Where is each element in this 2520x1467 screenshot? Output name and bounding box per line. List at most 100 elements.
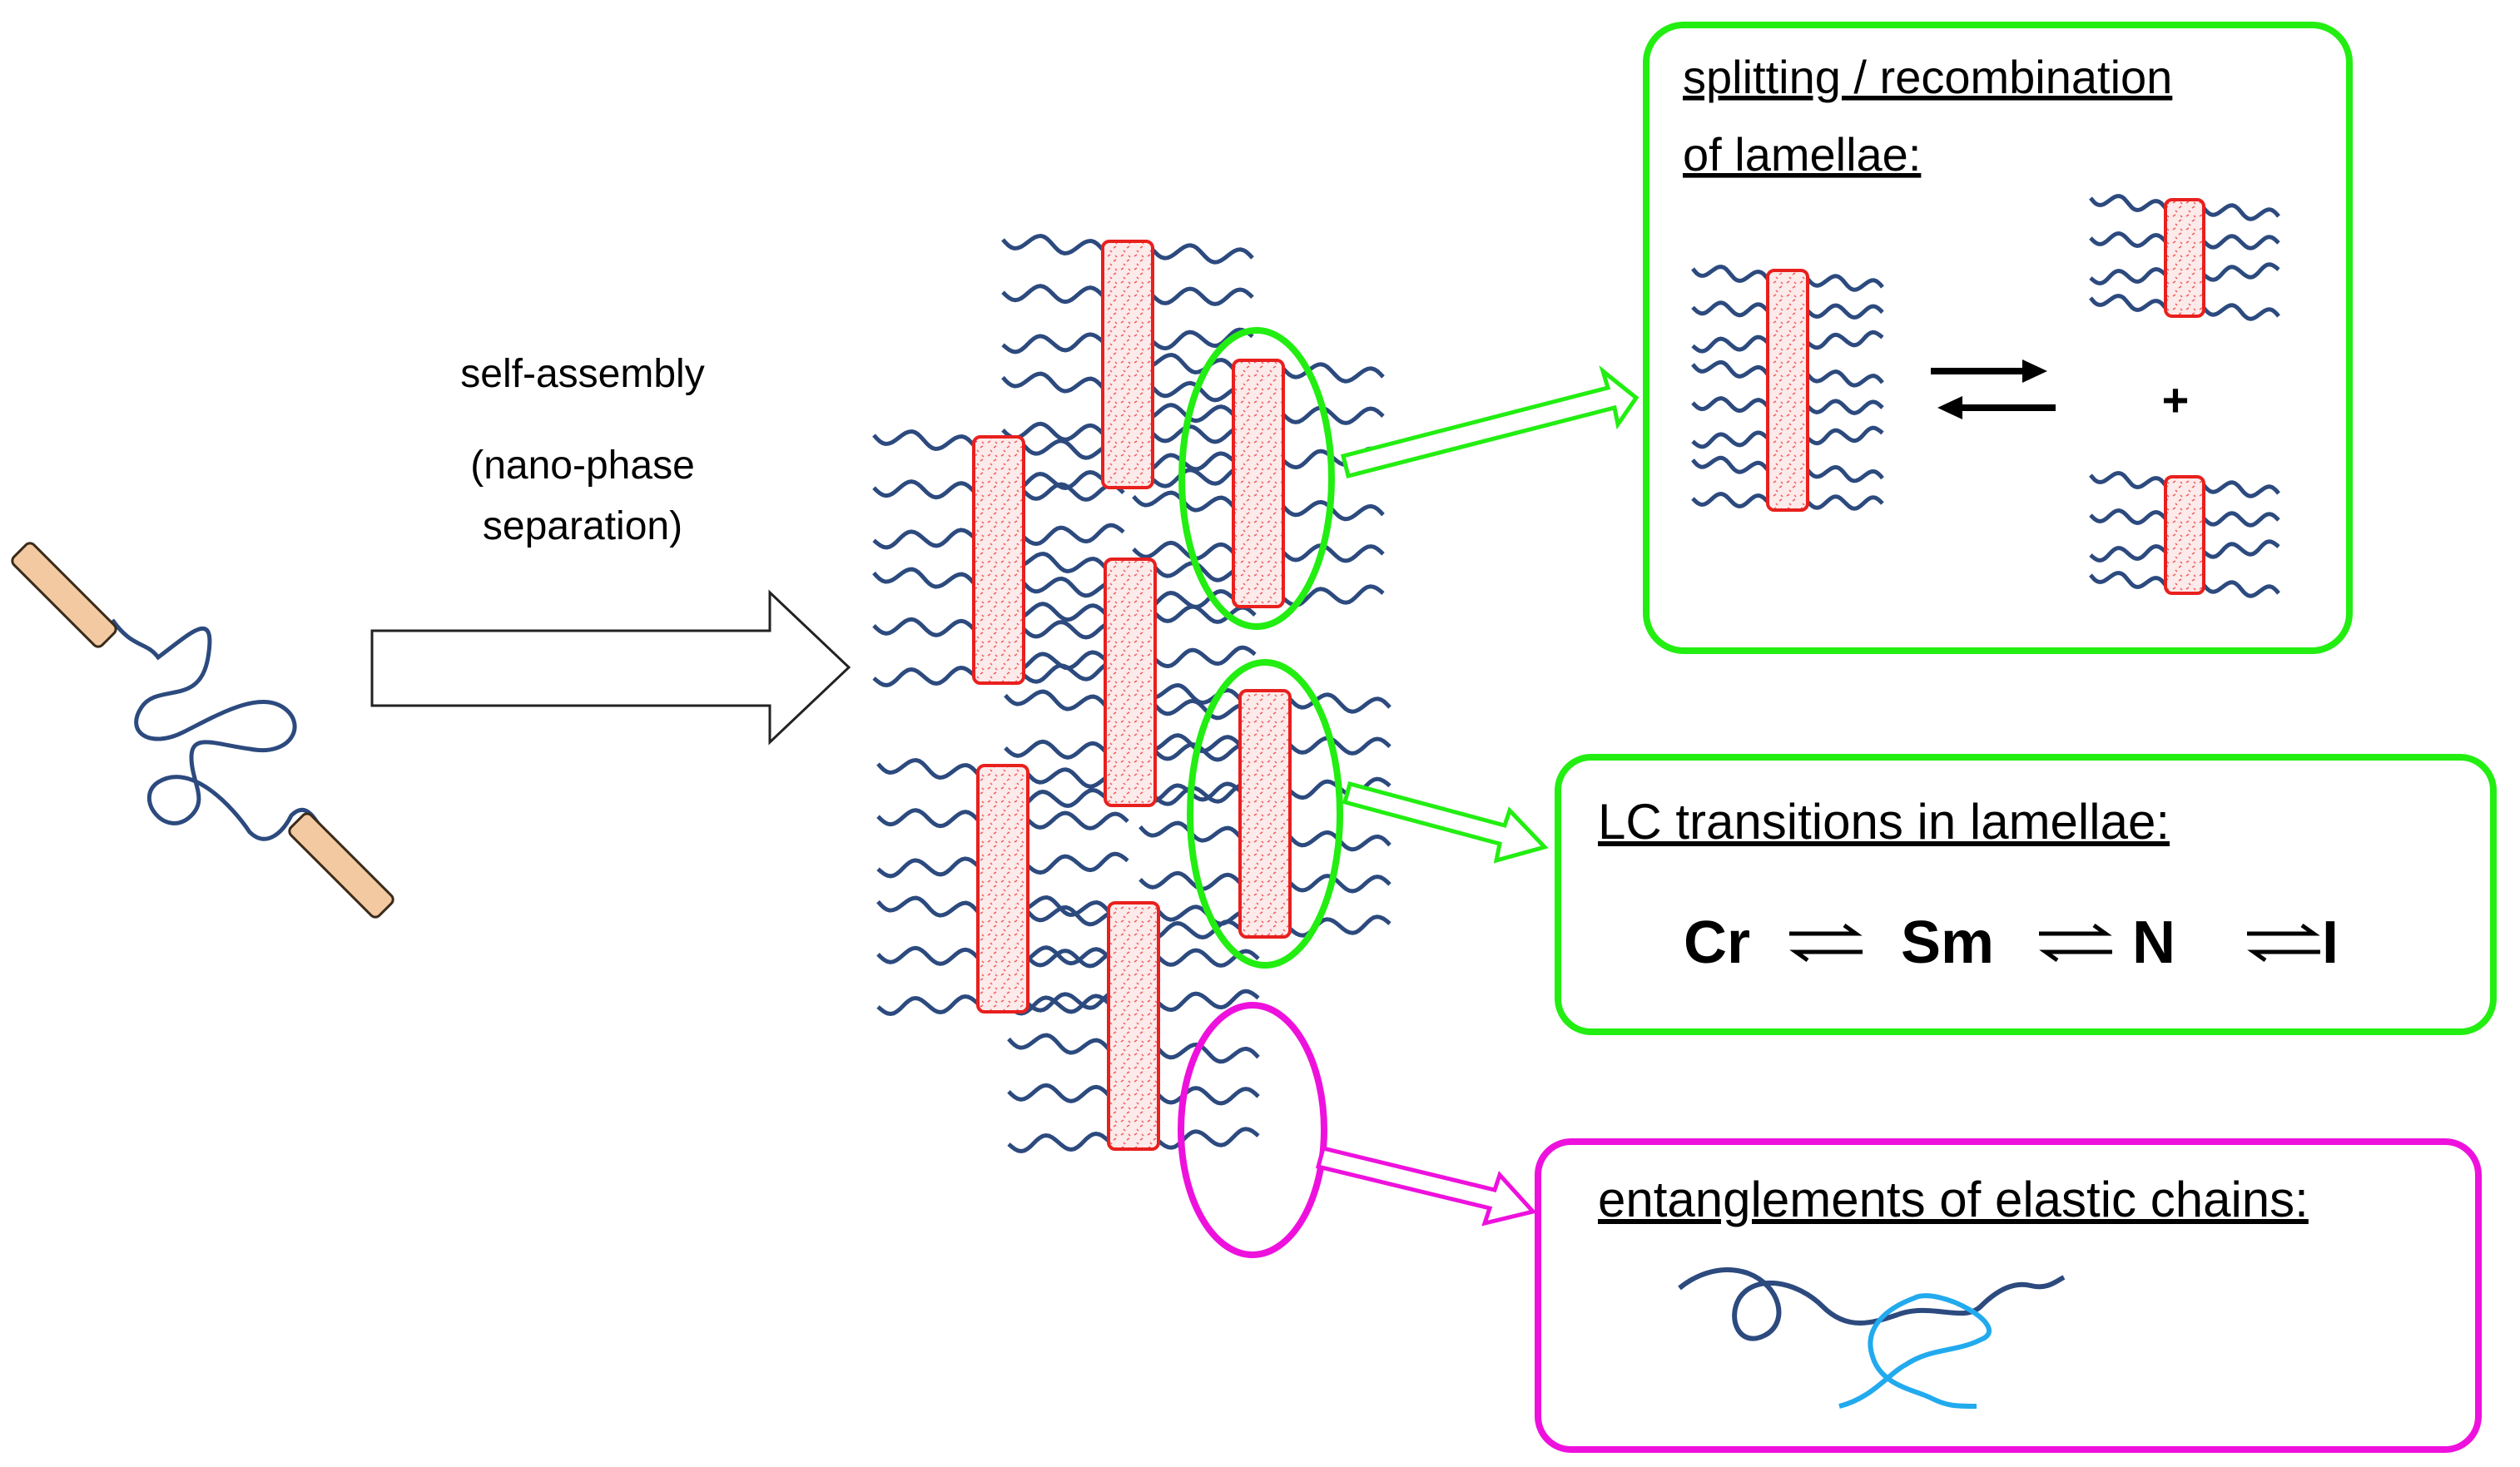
lamella-chain bbox=[1157, 948, 1260, 968]
phase-cr: Cr bbox=[1684, 909, 1750, 976]
lamella-chain bbox=[1288, 914, 1391, 938]
splitting-title-line2: of lamellae: bbox=[1683, 128, 1921, 181]
lamella-chain bbox=[1001, 332, 1104, 354]
big-lamella-chain bbox=[1806, 330, 1884, 350]
big-lamella-chain bbox=[1806, 369, 1884, 388]
split-lamella-top-chain bbox=[2202, 303, 2280, 321]
box-lc-transitions bbox=[1555, 754, 2497, 1035]
lamella-chain bbox=[1282, 543, 1385, 563]
lamella-chain bbox=[1282, 405, 1385, 425]
label-nano-phase: (nano-phase bbox=[470, 444, 695, 488]
split-lamella-top-chain bbox=[2089, 230, 2167, 249]
lamella-chain bbox=[872, 567, 975, 589]
phase-n: N bbox=[2132, 909, 2175, 976]
lamella-chain bbox=[1004, 689, 1107, 711]
lamella-chain bbox=[1001, 233, 1104, 256]
lamella-chain bbox=[1153, 645, 1257, 669]
box-entanglements bbox=[1535, 1138, 2482, 1453]
lamella-rod bbox=[976, 764, 1029, 1014]
highlight-ellipse-magenta bbox=[1178, 1002, 1327, 1258]
big-lamella-chain bbox=[1691, 359, 1769, 379]
big-lamella-chain bbox=[1806, 425, 1884, 446]
entanglement-title: entanglements of elastic chains: bbox=[1598, 1172, 2309, 1227]
lamella-chain bbox=[1001, 284, 1104, 305]
lamella-rod bbox=[972, 435, 1025, 685]
big-lamella-chain bbox=[1691, 265, 1769, 283]
big-lamella-chain bbox=[1691, 491, 1769, 509]
split-lamella-top-chain bbox=[2089, 194, 2167, 212]
splitting-title-line1: splitting / recombination bbox=[1683, 51, 2172, 103]
label-self-assembly: self-assembly bbox=[460, 352, 704, 396]
split-lamella-bottom-rod bbox=[2164, 475, 2205, 595]
phase-sm: Sm bbox=[1901, 909, 1994, 976]
big-lamella-chain bbox=[1691, 455, 1769, 474]
lamella-chain bbox=[1007, 1131, 1110, 1154]
split-lamella-bottom-chain bbox=[2202, 539, 2280, 559]
lamella-chain bbox=[876, 945, 980, 966]
split-lamella-bottom-chain bbox=[2089, 543, 2167, 563]
big-lamella-chain bbox=[1691, 300, 1769, 318]
arrow-to-splitting bbox=[1340, 365, 1639, 479]
lamella-chain bbox=[872, 665, 975, 688]
flexible-coil bbox=[110, 618, 326, 841]
big-lamella-chain bbox=[1691, 396, 1769, 414]
lamella-rod bbox=[1232, 359, 1285, 608]
lamella-chain bbox=[876, 856, 980, 879]
lamella-chain bbox=[1151, 243, 1254, 265]
split-lamella-bottom-chain bbox=[2202, 580, 2280, 598]
lamella-chain bbox=[1151, 327, 1254, 351]
mesogen-rod-top bbox=[11, 542, 117, 648]
lamella-chain bbox=[1153, 604, 1257, 624]
lamella-rod bbox=[1238, 689, 1292, 939]
big-lamella-chain bbox=[1691, 335, 1769, 354]
split-lamella-top-chain bbox=[2202, 203, 2280, 221]
equilibrium-arrows bbox=[1931, 359, 2056, 419]
label-separation: separation) bbox=[483, 504, 682, 548]
lamellar-rods bbox=[972, 240, 1292, 1151]
big-lamella-chain bbox=[1806, 494, 1884, 511]
lamella-chain bbox=[876, 994, 980, 1017]
lamella-chain bbox=[1022, 523, 1125, 547]
entangled-chain-light bbox=[1838, 1293, 1992, 1409]
lc-title: LC transitions in lamellae: bbox=[1598, 794, 2170, 850]
lamella-rod bbox=[1104, 558, 1157, 807]
lamella-chain bbox=[1151, 286, 1254, 306]
lamella-chain bbox=[872, 528, 975, 550]
lamella-chain bbox=[872, 479, 975, 500]
big-lamella-chain bbox=[1806, 303, 1884, 320]
lamella-chain bbox=[872, 429, 975, 452]
lamella-chains bbox=[1691, 194, 2280, 598]
self-assembly-arrow bbox=[370, 589, 851, 746]
arrow-to-entanglement bbox=[1315, 1145, 1537, 1227]
lamella-chain bbox=[1288, 736, 1391, 756]
split-lamella-bottom-chain bbox=[2089, 571, 2167, 589]
lamella-chain bbox=[1157, 989, 1260, 1013]
lamella-chain bbox=[876, 895, 980, 918]
lamella-chain bbox=[1288, 692, 1391, 714]
lamella-chain bbox=[1001, 371, 1104, 394]
lamella-chain bbox=[1026, 810, 1129, 830]
lamella-rod bbox=[1107, 901, 1160, 1151]
lamella-chain bbox=[1288, 874, 1391, 894]
lamella-chain bbox=[876, 757, 980, 781]
big-lamella-chain bbox=[1806, 464, 1884, 483]
split-lamella-bottom-chain bbox=[2202, 480, 2280, 498]
highlight-ellipse-green-1 bbox=[1178, 327, 1335, 630]
lamella-chain bbox=[1157, 1127, 1260, 1150]
lamella-rod bbox=[1101, 240, 1154, 489]
lamella-chain bbox=[1138, 870, 1242, 891]
lamella-chain bbox=[1007, 1083, 1110, 1103]
lamella-chain bbox=[872, 617, 975, 637]
lamella-chain bbox=[1157, 1042, 1260, 1064]
split-lamella-bottom-chain bbox=[2089, 471, 2167, 489]
entangled-chain-dark bbox=[1678, 1267, 2066, 1341]
single-molecule bbox=[11, 542, 394, 919]
split-lamella-bottom-chain bbox=[2089, 508, 2167, 526]
lamella-chain bbox=[1282, 362, 1385, 384]
big-lamella-rod bbox=[1766, 269, 1809, 512]
phase-i: I bbox=[2322, 909, 2339, 976]
equilibrium-arrow bbox=[2039, 923, 2112, 963]
arrow-to-lc bbox=[1342, 781, 1549, 864]
equilibrium-arrow bbox=[2247, 923, 2320, 963]
split-lamella-top-chain bbox=[2089, 266, 2167, 286]
